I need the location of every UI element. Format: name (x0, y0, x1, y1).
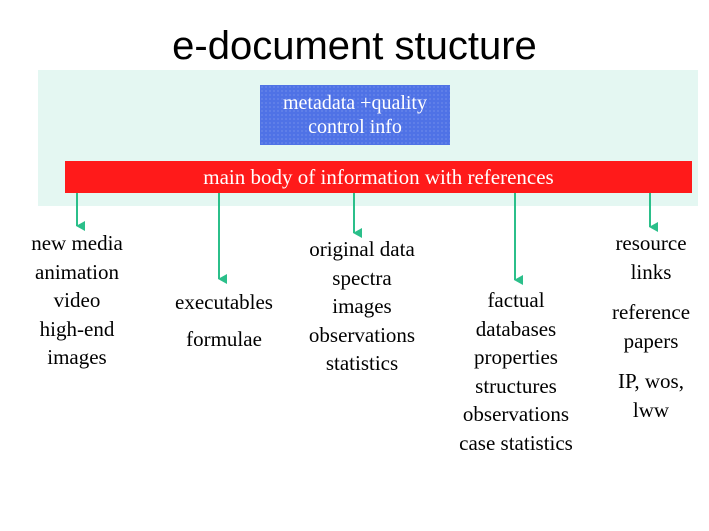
column-new-media: new media animation video high-end image… (22, 229, 132, 372)
item-text: case statistics (459, 430, 573, 455)
item-text: papers (623, 328, 679, 353)
item-text: properties (474, 345, 558, 369)
item-text: links (630, 259, 672, 284)
main-body-bar: main body of information with references (65, 161, 692, 193)
diagram-title: e-document stucture (172, 24, 537, 68)
item-text: statistics (325, 351, 399, 375)
column-factual: factual databases properties structures … (441, 286, 591, 457)
item-text: structures (475, 373, 557, 398)
item-text: formulae (186, 326, 262, 351)
item-text: resource (615, 231, 687, 255)
item-text: databases (475, 316, 557, 341)
metadata-line-2: control info (308, 116, 402, 138)
item-text: IP, wos, (618, 369, 684, 393)
column-original-data: original data spectra images observation… (292, 235, 432, 378)
item-text: high-end (39, 316, 115, 341)
item-text: spectra (332, 265, 392, 290)
column-executables: executables formulae (164, 288, 284, 353)
metadata-line-1: metadata +quality (282, 92, 427, 114)
item-text: observations (462, 402, 570, 426)
item-text: original data (309, 237, 415, 261)
item-text: new media (31, 231, 123, 255)
item-text: lww (632, 397, 670, 422)
item-text: video (53, 288, 101, 312)
item-text: executables (175, 290, 273, 314)
column-resource: resource links reference papers IP, wos,… (596, 229, 706, 424)
item-text: factual (487, 288, 545, 312)
item-text: observations (308, 322, 416, 347)
item-text: reference (611, 300, 691, 324)
item-text: images (332, 294, 392, 318)
item-text: images (47, 345, 107, 369)
metadata-box: metadata +quality control info (260, 85, 450, 145)
item-text: animation (35, 259, 119, 284)
